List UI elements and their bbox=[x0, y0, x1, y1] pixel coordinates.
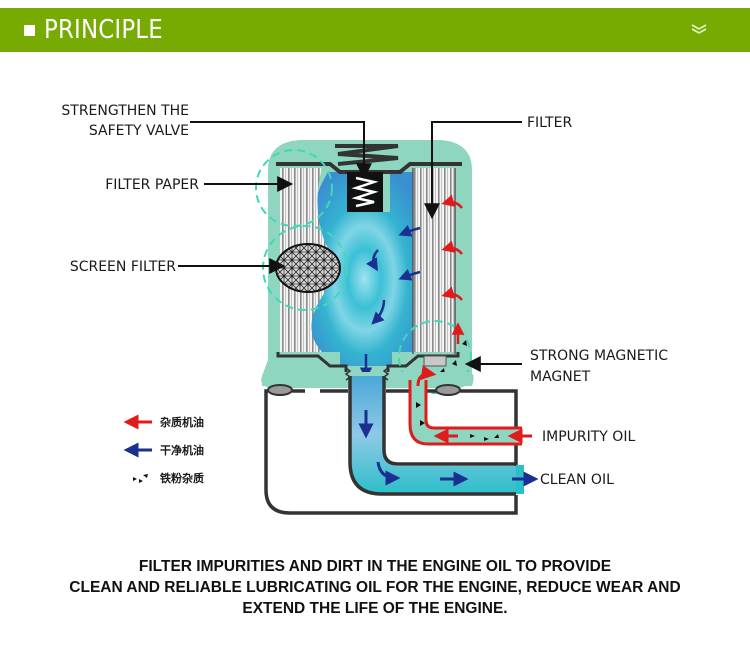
double-chevron-down-icon[interactable] bbox=[690, 22, 708, 36]
legend-label-clean: 干净机油 bbox=[160, 443, 204, 457]
caption-line-1: FILTER IMPURITIES AND DIRT IN THE ENGINE… bbox=[138, 558, 612, 575]
legend-label-impurity: 杂质机油 bbox=[160, 415, 204, 429]
label-safety-valve-line2: SAFETY VALVE bbox=[89, 123, 189, 139]
label-clean-oil: CLEAN OIL bbox=[540, 472, 614, 488]
section-header: PRINCIPLE bbox=[0, 8, 750, 52]
legend: 杂质机油 干净机油 铁粉杂质 bbox=[123, 414, 204, 485]
caption-line-3: EXTEND THE LIFE OF THE ENGINE. bbox=[242, 600, 508, 617]
label-safety-valve-line1: STRENGTHEN THE bbox=[61, 103, 189, 119]
label-filter-paper: FILTER PAPER bbox=[105, 177, 199, 193]
label-filter: FILTER bbox=[527, 115, 572, 131]
magnet bbox=[423, 355, 447, 367]
section-title: PRINCIPLE bbox=[44, 15, 163, 45]
label-impurity-oil: IMPURITY OIL bbox=[542, 429, 635, 445]
impurity-oil-flow-arrows bbox=[441, 194, 465, 344]
label-magnet-line2: MAGNET bbox=[530, 369, 591, 385]
description-caption: FILTER IMPURITIES AND DIRT IN THE ENGINE… bbox=[0, 556, 750, 619]
legend-label-iron: 铁粉杂质 bbox=[160, 471, 204, 485]
oil-chamber bbox=[309, 172, 420, 366]
screen-filter-mesh bbox=[275, 243, 341, 293]
square-bullet-icon bbox=[24, 24, 35, 36]
label-magnet-line1: STRONG MAGNETIC bbox=[530, 348, 668, 364]
iron-particles-icon bbox=[133, 474, 148, 483]
caption-line-2: CLEAN AND RELIABLE LUBRICATING OIL FOR T… bbox=[69, 579, 681, 596]
label-screen-filter: SCREEN FILTER bbox=[70, 259, 176, 275]
